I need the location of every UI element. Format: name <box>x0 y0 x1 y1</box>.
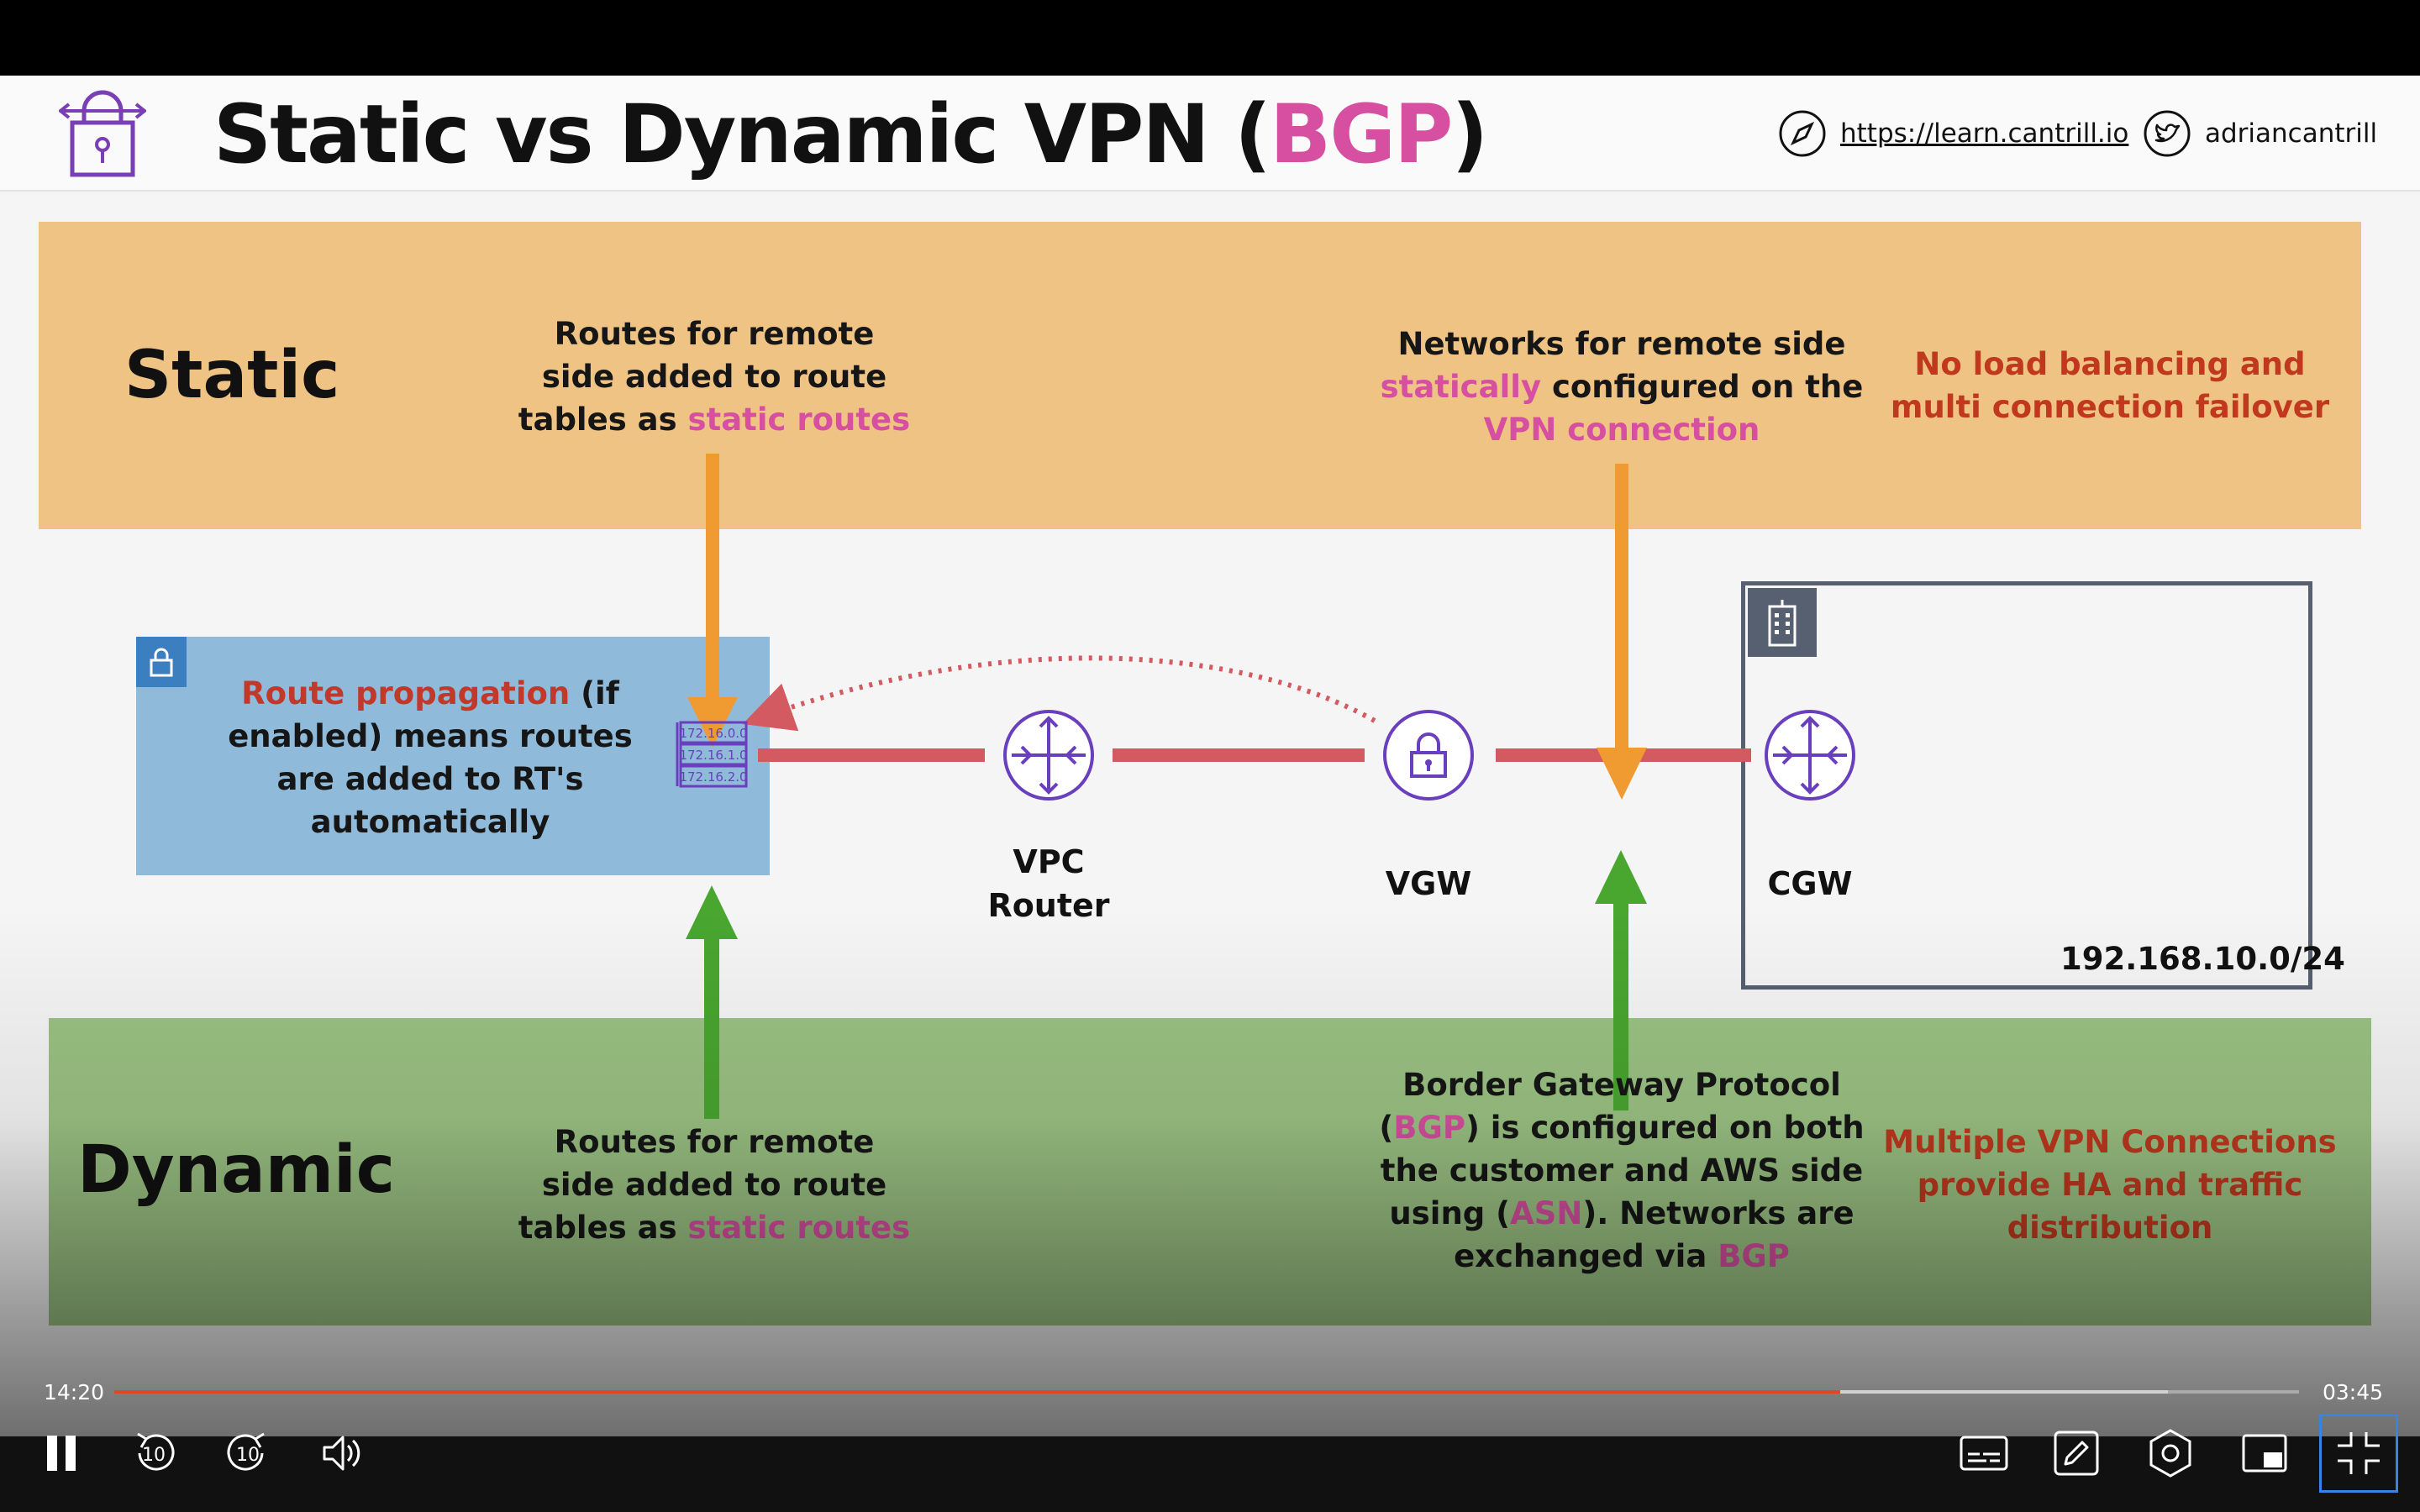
player-control-bar <box>0 1436 2420 1512</box>
building-icon <box>1748 588 1817 657</box>
pause-button[interactable] <box>32 1424 91 1483</box>
route-entry: 172.16.2.0 <box>679 769 747 785</box>
green-arrow-left-shaft <box>704 932 719 1119</box>
forward-10-icon: 10 <box>227 1432 265 1471</box>
route-table-icon: 172.16.0.0 172.16.1.0 172.16.2.0 <box>676 721 748 788</box>
vpc-router-label: VPC Router <box>987 843 1110 924</box>
static-note: No load balancing and multi connection f… <box>1890 346 2330 425</box>
vgw-label: VGW <box>1385 865 1472 902</box>
skip-forward-button[interactable]: 10 <box>218 1424 277 1483</box>
pip-icon <box>2242 1434 2287 1473</box>
route-entry: 172.16.0.0 <box>679 726 747 741</box>
propagation-arc <box>742 655 1376 732</box>
speaker-icon <box>323 1436 360 1471</box>
vpc-lock-icon <box>136 637 187 687</box>
dynamic-routes-text: Routes for remote side added to route ta… <box>518 1124 911 1246</box>
rewind-10-icon: 10 <box>137 1432 175 1471</box>
slide-header: Static vs Dynamic VPN (BGP) https://lear… <box>0 76 2420 192</box>
notes-button[interactable] <box>2047 1424 2106 1483</box>
twitter-handle[interactable]: adriancantrill <box>2205 118 2378 149</box>
green-arrow-left-head <box>686 885 738 939</box>
gear-icon <box>2149 1429 2191 1478</box>
svg-text:10: 10 <box>142 1445 166 1466</box>
compass-icon <box>1779 110 1826 157</box>
remaining-time: 03:45 <box>2323 1380 2384 1404</box>
vgw-icon <box>1383 710 1474 801</box>
title-suffix: ) <box>1451 87 1488 181</box>
course-url[interactable]: https://learn.cantrill.io <box>1840 118 2129 149</box>
elapsed-time: 14:20 <box>44 1380 105 1404</box>
course-link[interactable]: https://learn.cantrill.io <box>1778 109 2128 158</box>
volume-button[interactable] <box>313 1424 371 1483</box>
bgp-text: Border Gateway Protocol (BGP) is configu… <box>1379 1067 1865 1274</box>
green-arrow-right-head <box>1595 850 1647 904</box>
pause-icon <box>47 1436 76 1471</box>
settings-button[interactable] <box>2141 1424 2200 1483</box>
vpc-router-icon <box>1003 710 1094 801</box>
orange-arrow-right-head <box>1597 748 1647 800</box>
static-routes-text: Routes for remote side added to route ta… <box>518 316 911 438</box>
padlock-logo-icon <box>59 90 146 177</box>
cgw-label: CGW <box>1767 865 1853 902</box>
orange-arrow-right-shaft <box>1615 464 1628 754</box>
exit-fullscreen-button[interactable] <box>2319 1414 2398 1493</box>
route-propagation-text: Route propagation (if enabled) means rou… <box>228 675 633 840</box>
slide-title: Static vs Dynamic VPN (BGP) <box>213 87 1488 181</box>
orange-arrow-left-shaft <box>706 454 719 706</box>
progress-bar[interactable] <box>114 1390 2299 1394</box>
progress-played <box>114 1390 1840 1394</box>
slide: Static vs Dynamic VPN (BGP) https://lear… <box>0 76 2420 1436</box>
twitter-icon <box>2144 110 2191 157</box>
static-label: Static <box>124 338 340 413</box>
exit-fullscreen-icon <box>2338 1432 2380 1474</box>
vpc-box <box>136 637 770 875</box>
svg-text:10: 10 <box>236 1445 260 1466</box>
route-entry: 172.16.1.0 <box>679 748 747 763</box>
title-highlight: BGP <box>1270 87 1453 181</box>
captions-icon <box>1960 1436 2008 1471</box>
cgw-icon <box>1765 710 1855 801</box>
static-networks-text: Networks for remote side statically conf… <box>1380 326 1864 448</box>
title-text: Static vs Dynamic VPN ( <box>213 87 1271 181</box>
skip-back-button[interactable]: 10 <box>124 1424 183 1483</box>
video-letterbox-top <box>0 0 2420 76</box>
static-band <box>39 222 2361 529</box>
twitter-link[interactable]: adriancantrill <box>2143 109 2377 158</box>
dynamic-note: Multiple VPN Connections provide HA and … <box>1883 1124 2337 1246</box>
picture-in-picture-button[interactable] <box>2235 1424 2294 1483</box>
captions-button[interactable] <box>1954 1424 2013 1483</box>
pencil-icon <box>2054 1431 2099 1476</box>
